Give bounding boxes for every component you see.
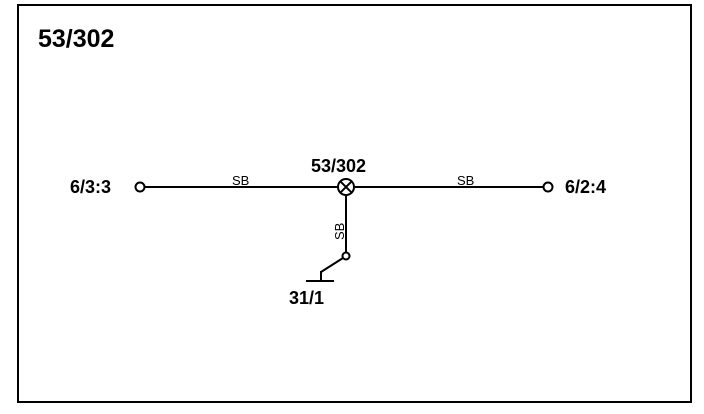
splice-label: 53/302	[311, 156, 366, 176]
connector-left-label: 6/3:3	[70, 177, 111, 197]
ground-label: 31/1	[289, 288, 324, 308]
ground-terminal	[341, 251, 351, 261]
splice-symbol	[337, 178, 355, 196]
connector-left-terminal	[134, 181, 146, 193]
diagram-title: 53/302	[38, 25, 114, 53]
ground-symbol	[306, 257, 344, 282]
diagram-border	[17, 4, 692, 403]
connector-right-terminal	[542, 181, 554, 193]
wire-left-color-code: SB	[232, 173, 249, 188]
connector-right-label: 6/2:4	[565, 177, 606, 197]
wire-down-color-code: SB	[332, 223, 347, 240]
wire-right-color-code: SB	[457, 173, 474, 188]
